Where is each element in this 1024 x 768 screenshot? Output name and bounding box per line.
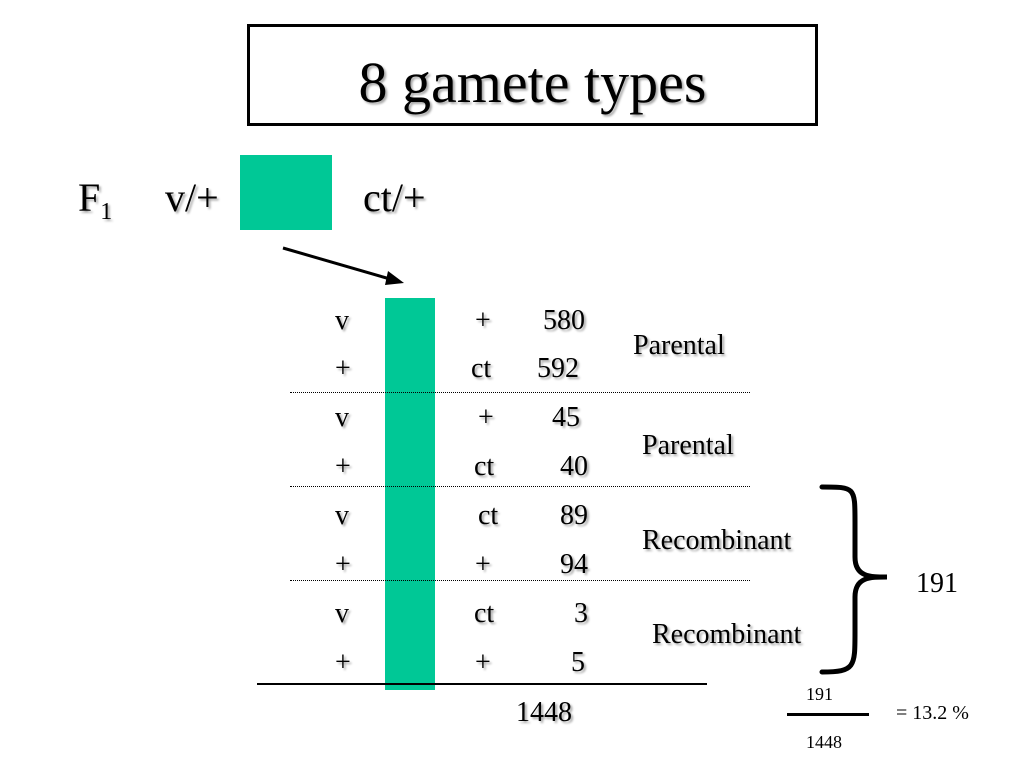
arrow-graphic — [282, 246, 404, 285]
row-right: ct — [478, 500, 499, 531]
green-column — [385, 298, 435, 690]
f1-letter: F — [78, 175, 101, 220]
f1-right-allele: ct/+ — [363, 175, 426, 220]
slide-title: 8 gamete types — [358, 50, 707, 115]
class-label: Parental — [642, 430, 734, 461]
row-right: + — [475, 549, 491, 580]
row-count: 5 — [571, 647, 585, 678]
fraction-bar — [787, 713, 869, 716]
row-left: + — [335, 647, 351, 678]
recombinant-sum: 191 — [916, 568, 958, 599]
row-left: v — [335, 305, 349, 336]
f1-subscript: 1 — [100, 199, 113, 225]
group-separator — [290, 486, 750, 487]
fraction-result: = 13.2 % — [896, 702, 969, 724]
row-right: + — [475, 647, 491, 678]
row-right: ct — [474, 598, 495, 629]
row-left: + — [335, 353, 351, 384]
row-count: 94 — [560, 549, 588, 580]
f1-green-box — [240, 155, 332, 230]
brace-path — [819, 484, 888, 675]
row-count: 40 — [560, 451, 588, 482]
row-left: v — [335, 598, 349, 629]
row-right: ct — [474, 451, 495, 482]
group-separator — [290, 580, 750, 581]
row-left: v — [335, 500, 349, 531]
fraction-denominator: 1448 — [806, 732, 842, 752]
class-label: Parental — [633, 330, 725, 361]
class-label: Recombinant — [652, 619, 802, 650]
row-right: + — [478, 402, 494, 433]
row-right: + — [475, 305, 491, 336]
row-count: 580 — [543, 305, 585, 336]
arrow-head — [385, 271, 404, 285]
row-count: 592 — [537, 353, 579, 384]
arrow-line — [282, 246, 391, 281]
f1-left-allele: v/+ — [165, 175, 219, 220]
row-count: 45 — [552, 402, 580, 433]
group-separator — [290, 392, 750, 393]
row-count: 3 — [574, 598, 588, 629]
total-count: 1448 — [516, 697, 572, 728]
row-count: 89 — [560, 500, 588, 531]
total-rule — [257, 683, 707, 685]
class-label: Recombinant — [642, 525, 792, 556]
row-left: + — [335, 549, 351, 580]
f1-label: F1 — [78, 174, 112, 225]
fraction-numerator: 191 — [806, 684, 833, 704]
curly-brace — [819, 484, 888, 675]
row-left: v — [335, 402, 349, 433]
title-box: 8 gamete types — [247, 24, 818, 126]
row-left: + — [335, 451, 351, 482]
row-right: ct — [471, 353, 492, 384]
